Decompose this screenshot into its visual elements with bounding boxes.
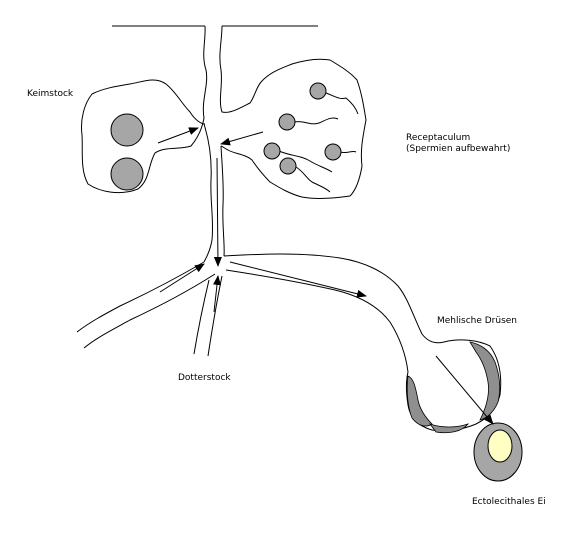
germ-cell-1 [110, 113, 144, 147]
sperm-head-3 [263, 142, 281, 160]
sperm-head-1 [309, 82, 327, 100]
germ-cell-2 [110, 157, 144, 191]
arrow-vitelline-right [213, 275, 221, 313]
mehlis-gland-bottom [428, 423, 470, 434]
sperm-tail-3 [278, 150, 333, 173]
mehlis-gland-right [469, 341, 501, 421]
sperm-head-4 [279, 157, 297, 175]
label-receptaculum-line2: (Spermien aufbewahrt) [406, 144, 511, 154]
vitelline-branch-left [193, 279, 210, 355]
duct-left-wall [203, 123, 214, 263]
vitelline-branch-right [207, 275, 223, 357]
sperm-tail-1 [325, 92, 359, 115]
label-receptaculum: Receptaculum (Spermien aufbewahrt) [406, 133, 510, 155]
duct-right-wall [220, 145, 225, 257]
arrow-down-duct [213, 157, 222, 267]
sperm-heads [263, 82, 342, 175]
keimstock-cells [110, 113, 144, 191]
arrow-to-oviduct [229, 261, 367, 298]
sperm-head-2 [278, 113, 296, 131]
flow-arrows [157, 127, 494, 425]
mehlis-gland-left [406, 375, 433, 427]
arrow-to-egg [435, 355, 494, 425]
oviduct-upper-wall [223, 253, 445, 344]
outlines [76, 25, 502, 432]
mehlis-gland-cells [406, 341, 501, 434]
receptaculum-outline [219, 25, 367, 200]
label-receptaculum-line1: Receptaculum [406, 133, 471, 143]
arrow-keimstock-to-duct [157, 127, 199, 144]
sperm-tail-5 [339, 150, 357, 154]
arrow-receptaculum-to-duct [220, 131, 264, 146]
label-dotterstock: Dotterstock [178, 373, 231, 383]
sperm-tail-4 [295, 166, 331, 193]
arrow-vitelline-left [159, 263, 205, 293]
oviduct-lower-wall [225, 269, 409, 373]
ectolecithal-egg [473, 422, 523, 482]
label-keimstock: Keimstock [27, 89, 74, 99]
label-mehlis-glands: Mehlische Drüsen [437, 316, 518, 326]
sperm-head-5 [324, 143, 342, 161]
keimstock-outline [81, 25, 208, 194]
egg-yolk [487, 429, 513, 463]
label-ectolecithal-egg: Ectolecithales Ei [472, 497, 546, 507]
sperm-tail-2 [294, 117, 339, 125]
vitelline-duct-lower [83, 273, 216, 349]
vitelline-duct-upper [76, 261, 205, 333]
